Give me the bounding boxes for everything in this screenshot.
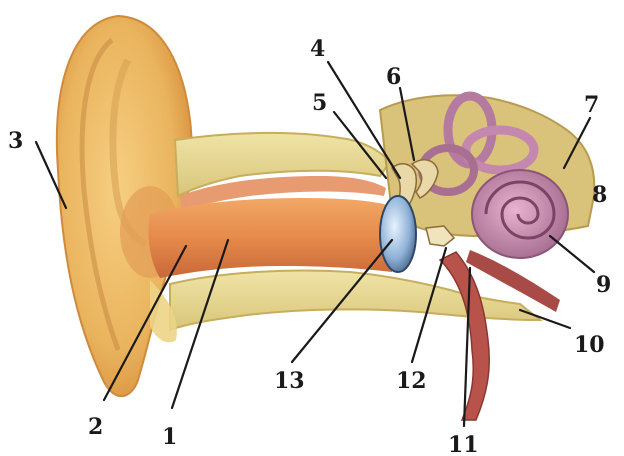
eardrum — [380, 196, 416, 272]
label-10: 10 — [574, 332, 605, 358]
label-8: 8 — [592, 182, 607, 208]
label-13: 13 — [274, 368, 305, 394]
label-11: 11 — [448, 432, 479, 456]
ear-canal — [148, 198, 392, 278]
label-6: 6 — [386, 64, 401, 90]
label-7: 7 — [584, 92, 599, 118]
label-5: 5 — [312, 90, 327, 116]
label-1: 1 — [162, 424, 177, 450]
label-9: 9 — [596, 272, 611, 298]
leader-line-9 — [550, 236, 594, 272]
label-4: 4 — [310, 36, 325, 62]
cochlea — [472, 170, 568, 258]
label-12: 12 — [396, 368, 427, 394]
label-2: 2 — [88, 414, 103, 440]
label-3: 3 — [8, 128, 23, 154]
ear-illustration — [57, 16, 594, 420]
